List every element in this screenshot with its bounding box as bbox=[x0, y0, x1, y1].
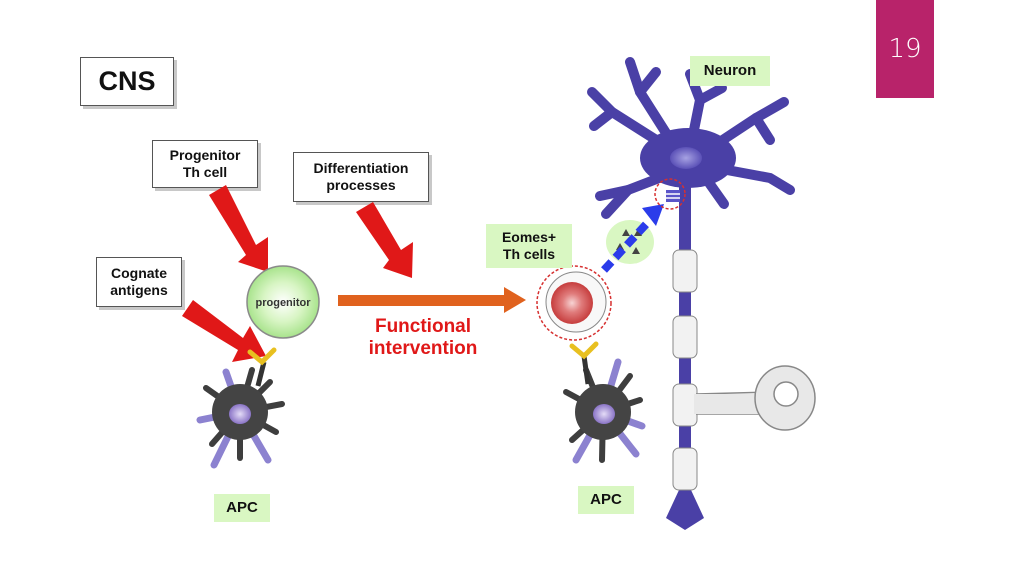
differentiation-line-1: Differentiation bbox=[313, 160, 409, 177]
functional-intervention-label: Functional intervention bbox=[348, 316, 498, 360]
red-arrow-differentiation bbox=[356, 202, 413, 278]
neuron-label: Neuron bbox=[690, 56, 770, 86]
cns-label: CNS bbox=[80, 57, 174, 106]
red-arrow-progenitor bbox=[209, 185, 268, 272]
progenitor-th-cell-label: Progenitor Th cell bbox=[152, 140, 258, 188]
apc-right-cell bbox=[563, 341, 646, 464]
slide-number: 19 bbox=[876, 0, 934, 98]
eomes-th-cells-label: Eomes+ Th cells bbox=[486, 224, 572, 268]
orange-arrow-intervention bbox=[338, 287, 526, 313]
apc-left-cell bbox=[196, 347, 285, 469]
differentiation-processes-label: Differentiation processes bbox=[293, 152, 429, 202]
progenitor-cell-label: progenitor bbox=[256, 297, 312, 309]
progenitor-cell bbox=[246, 265, 320, 339]
blue-dashed-arrow bbox=[601, 204, 664, 273]
functional-line-1: Functional bbox=[374, 316, 472, 337]
differentiation-line-2: processes bbox=[326, 177, 396, 193]
progenitor-line-2: Th cell bbox=[182, 164, 228, 180]
functional-line-2: intervention bbox=[368, 337, 478, 359]
eomes-line-2: Th cells bbox=[502, 246, 556, 262]
apc-right-label: APC bbox=[578, 486, 634, 514]
cognate-line-2: antigens bbox=[110, 282, 168, 298]
eomes-line-1: Eomes+ bbox=[501, 229, 557, 246]
eomes-th-cell bbox=[536, 265, 612, 341]
cognate-line-1: Cognate bbox=[111, 265, 167, 282]
progenitor-line-1: Progenitor bbox=[169, 147, 241, 164]
red-arrow-cognate bbox=[182, 300, 266, 362]
neuron-cell bbox=[587, 57, 816, 530]
cognate-antigens-label: Cognate antigens bbox=[96, 257, 182, 307]
apc-left-label: APC bbox=[214, 494, 270, 522]
